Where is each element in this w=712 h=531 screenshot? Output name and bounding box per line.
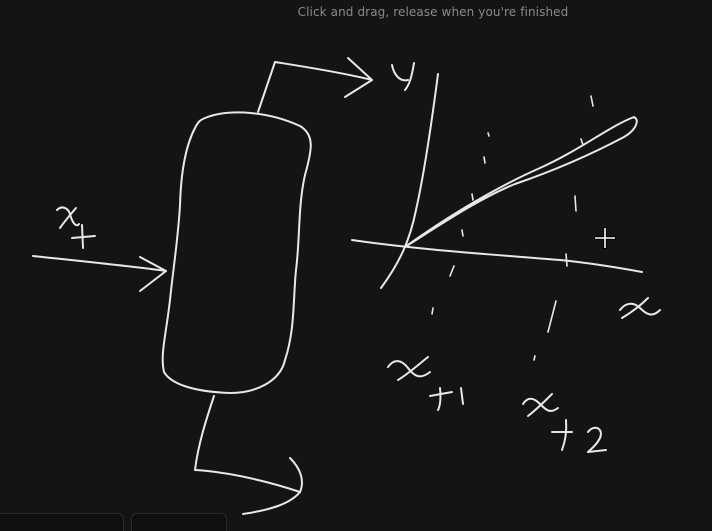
bottom-control-right[interactable] — [131, 513, 227, 531]
label-xf2-f — [551, 419, 573, 451]
input-arrow-head — [139, 256, 167, 292]
label-f-input — [71, 224, 96, 249]
output-line-bottom — [194, 395, 301, 493]
label-y — [391, 62, 415, 91]
block-outline — [161, 111, 312, 394]
projection-marks — [431, 95, 594, 361]
input-arrow-shaft — [32, 255, 167, 272]
instruction-hint: Click and drag, release when you're fini… — [297, 5, 569, 19]
bottom-control-left[interactable] — [0, 513, 124, 531]
label-x-input — [56, 206, 80, 229]
label-x-axis — [619, 297, 661, 319]
output-arrow-head-top — [344, 57, 373, 98]
distribution-ellipse — [404, 116, 638, 248]
label-xf1-1 — [460, 387, 464, 405]
crosshair-cursor-icon — [594, 227, 616, 249]
label-xf1-x — [387, 356, 431, 381]
output-arrow-head-bottom — [242, 457, 303, 515]
label-xf1-f — [429, 387, 453, 411]
output-line-top — [257, 61, 373, 113]
label-xf2-x — [522, 393, 559, 417]
label-xf2-2 — [587, 426, 607, 453]
axis-y — [380, 73, 439, 289]
